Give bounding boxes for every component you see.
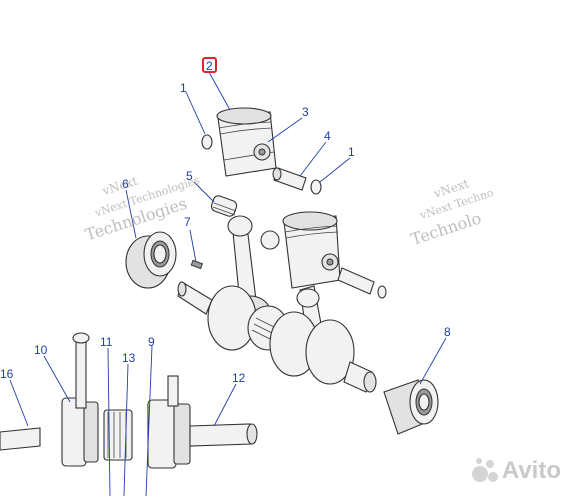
main-bearing-left bbox=[125, 231, 177, 289]
callout-12: 12 bbox=[232, 371, 246, 385]
piston-upper bbox=[216, 107, 277, 177]
callout-1-right: 1 bbox=[348, 145, 355, 159]
callout-7: 7 bbox=[184, 215, 191, 229]
callout-5: 5 bbox=[186, 169, 193, 183]
needle-bearing-small-end bbox=[210, 195, 238, 217]
callout-4: 4 bbox=[324, 129, 331, 143]
piston-pin-upper bbox=[272, 167, 307, 191]
callout-2-highlight bbox=[202, 57, 217, 73]
avito-logo-text: Avito bbox=[501, 457, 561, 484]
callout-9: 9 bbox=[148, 335, 155, 349]
crankshaft-assembly bbox=[177, 281, 377, 393]
watermark-right: vNext vNext Techno Technolo bbox=[408, 176, 495, 249]
callout-10: 10 bbox=[34, 343, 48, 357]
callout-11: 11 bbox=[100, 335, 113, 349]
piston-pin-lower bbox=[337, 267, 387, 299]
avito-logo: Avito bbox=[471, 457, 561, 485]
main-bearing-right bbox=[383, 379, 439, 435]
leader-lines bbox=[9, 71, 447, 497]
circlip-1-right bbox=[310, 179, 322, 195]
woodruff-key bbox=[190, 259, 204, 270]
piston-lower bbox=[282, 211, 341, 289]
callout-1-top: 1 bbox=[180, 81, 187, 95]
avito-logo-icon bbox=[471, 458, 498, 484]
callout-labels: 2 1 3 4 1 5 6 7 8 9 10 11 12 13 16 bbox=[0, 57, 451, 385]
callout-3: 3 bbox=[302, 105, 309, 119]
callout-2: 2 bbox=[206, 59, 213, 73]
callout-16: 16 bbox=[0, 367, 14, 381]
callout-6: 6 bbox=[122, 177, 129, 191]
callout-13: 13 bbox=[122, 351, 136, 365]
callout-8: 8 bbox=[444, 325, 451, 339]
circlip-1-upper bbox=[201, 134, 213, 150]
crankshaft-detail bbox=[0, 332, 258, 469]
